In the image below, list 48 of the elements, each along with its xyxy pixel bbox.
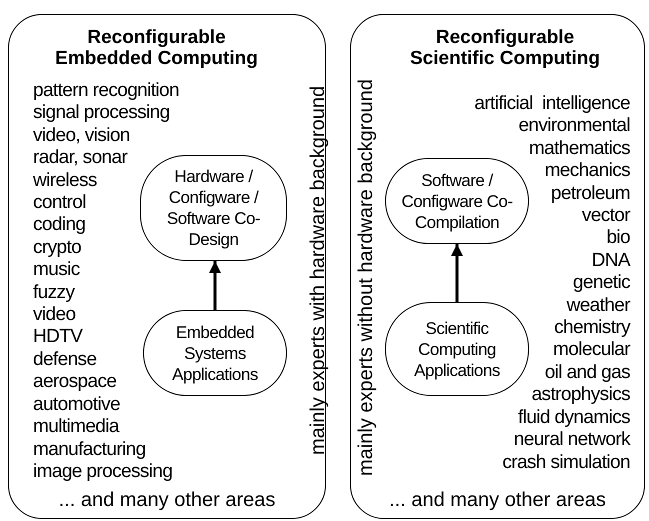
application-area: bio: [606, 227, 630, 250]
application-area: pattern recognition: [33, 80, 179, 102]
application-area: vector: [582, 205, 630, 228]
vertical-note: mainly experts without hardware background: [354, 78, 378, 478]
application-area: wireless: [33, 170, 97, 192]
node-label: Hardware / Configware / Software Co-Design: [166, 166, 262, 250]
node-label: Embedded Systems Applications: [171, 322, 259, 384]
vertical-note: mainly experts with hardware background: [306, 84, 330, 457]
node-label: Scientific Computing Applications: [413, 318, 501, 380]
application-area: fuzzy: [33, 282, 74, 304]
application-area: astrophysics: [532, 384, 630, 407]
footer-note: ... and many other areas: [58, 488, 276, 512]
application-area: mechanics: [544, 160, 630, 183]
application-area: defense: [33, 348, 96, 372]
application-area: crypto: [33, 236, 82, 260]
application-area: signal processing: [33, 102, 170, 125]
panel-title: Reconfigurable Embedded Computing: [54, 27, 259, 69]
footer-note: ... and many other areas: [389, 488, 606, 512]
application-area: mathematics: [528, 138, 630, 160]
rounded-panel: [350, 14, 645, 519]
application-area: crash simulation: [502, 452, 630, 474]
application-area: weather: [566, 294, 630, 318]
application-area: manufacturing: [33, 438, 146, 461]
arrow: [209, 261, 221, 310]
application-area: fluid dynamics: [518, 406, 630, 430]
application-area: control: [33, 192, 86, 214]
application-area: neural network: [514, 429, 630, 452]
application-area: environmental: [518, 115, 630, 138]
application-area: coding: [33, 214, 86, 237]
application-area: HDTV: [33, 326, 82, 349]
application-area: video: [33, 304, 76, 326]
application-area: radar, sonar: [33, 147, 128, 170]
application-area: image processing: [33, 460, 172, 484]
panel-title: Reconfigurable Scientific Computing: [409, 27, 601, 69]
application-area: aerospace: [33, 371, 116, 394]
application-area: video, vision: [33, 124, 130, 148]
application-area: molecular: [553, 339, 630, 362]
application-area: oil and gas: [544, 362, 630, 384]
arrow: [451, 244, 463, 302]
application-area: multimedia: [33, 416, 119, 438]
application-area: chemistry: [554, 317, 630, 340]
application-area: artificial intelligence: [474, 93, 630, 116]
application-area: petroleum: [550, 182, 630, 206]
application-area: music: [33, 259, 80, 282]
application-area: DNA: [592, 250, 630, 272]
node-label: Software / Configware Co-Compilation: [400, 170, 514, 232]
application-area: genetic: [572, 272, 630, 295]
application-area: automotive: [33, 394, 120, 416]
